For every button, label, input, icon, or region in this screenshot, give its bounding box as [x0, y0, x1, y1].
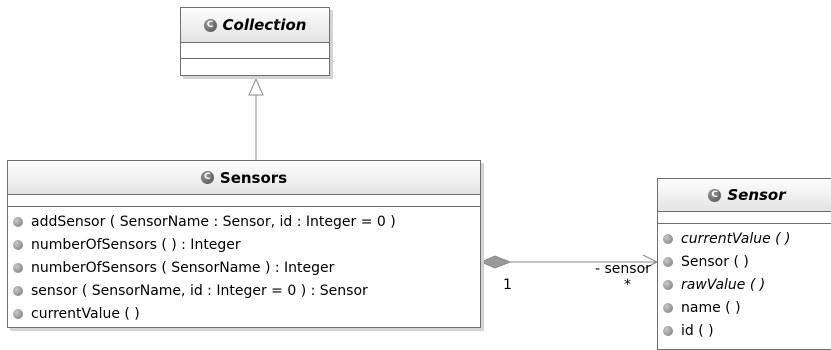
sensor-operation-list: currentValue ( ) Sensor ( ) rawValue ( ) na… — [658, 224, 831, 342]
operation-dot-icon — [663, 279, 673, 290]
operation-dot-icon — [13, 308, 23, 319]
operation-dot-icon — [663, 233, 673, 244]
operation-signature: addSensor ( SensorName : Sensor, id : In… — [31, 213, 396, 230]
composition-diamond — [479, 255, 512, 269]
class-sensors[interactable]: C Sensors addSensor ( SensorName : Senso… — [7, 160, 481, 328]
operation-signature: currentValue ( ) — [681, 230, 791, 247]
class-c-icon: C — [203, 18, 217, 32]
class-sensors-attributes — [8, 195, 480, 207]
operation-dot-icon — [13, 285, 23, 296]
composition-role-label: - sensor — [595, 261, 651, 277]
operation-signature: rawValue ( ) — [681, 276, 766, 293]
operation-row[interactable]: Sensor ( ) — [658, 250, 831, 273]
operation-row[interactable]: currentValue ( ) — [8, 302, 480, 325]
class-collection-name: Collection — [222, 16, 307, 34]
generalization-arrowhead — [248, 77, 264, 96]
operation-signature: Sensor ( ) — [681, 253, 749, 270]
class-sensor-attributes — [658, 212, 831, 224]
class-sensor[interactable]: C Sensor currentValue ( ) Sensor ( ) rawVa… — [657, 178, 831, 350]
class-sensor-operations: currentValue ( ) Sensor ( ) rawValue ( ) na… — [658, 224, 831, 342]
operation-dot-icon — [663, 325, 673, 336]
operation-signature: numberOfSensors ( ) : Integer — [31, 236, 241, 253]
operation-signature: name ( ) — [681, 299, 741, 316]
class-sensor-name: Sensor — [727, 186, 786, 204]
sensors-operation-list: addSensor ( SensorName : Sensor, id : In… — [8, 207, 480, 325]
operation-row[interactable]: addSensor ( SensorName : Sensor, id : In… — [8, 210, 480, 233]
class-c-icon: C — [200, 171, 214, 184]
operation-dot-icon — [13, 239, 23, 250]
operation-row[interactable]: rawValue ( ) — [658, 273, 831, 296]
operation-row[interactable]: id ( ) — [658, 319, 831, 342]
class-collection-attributes — [181, 43, 329, 59]
operation-row[interactable]: sensor ( SensorName, id : Integer = 0 ) … — [8, 279, 480, 302]
operation-dot-icon — [663, 256, 673, 267]
class-collection-header: C Collection — [181, 8, 329, 43]
operation-signature: numberOfSensors ( SensorName ) : Integer — [31, 259, 335, 276]
composition-target-multiplicity: * — [624, 277, 631, 293]
operation-dot-icon — [13, 262, 23, 273]
operation-row[interactable]: currentValue ( ) — [658, 227, 831, 250]
operation-signature: currentValue ( ) — [31, 305, 140, 322]
composition-source-multiplicity: 1 — [503, 277, 512, 293]
operation-signature: sensor ( SensorName, id : Integer = 0 ) … — [31, 282, 368, 299]
operation-dot-icon — [13, 216, 23, 227]
class-collection[interactable]: C Collection — [180, 7, 330, 76]
operation-dot-icon — [663, 302, 673, 313]
operation-row[interactable]: numberOfSensors ( SensorName ) : Integer — [8, 256, 480, 279]
class-collection-operations — [181, 59, 329, 75]
class-sensors-operations: addSensor ( SensorName : Sensor, id : In… — [8, 207, 480, 325]
operation-row[interactable]: name ( ) — [658, 296, 831, 319]
class-sensors-name: Sensors — [219, 168, 288, 187]
operation-row[interactable]: numberOfSensors ( ) : Integer — [8, 233, 480, 256]
class-c-icon: C — [708, 188, 722, 202]
class-sensors-header: C Sensors — [8, 161, 480, 195]
operation-signature: id ( ) — [681, 322, 714, 339]
class-sensor-header: C Sensor — [658, 179, 831, 212]
